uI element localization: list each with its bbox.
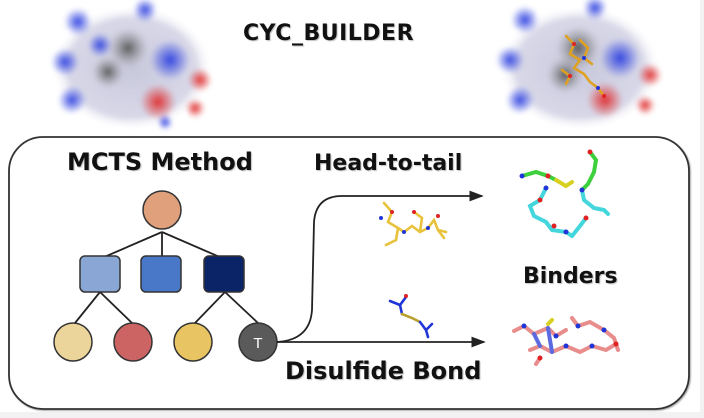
cyc-builder-label: CYC_BUILDER xyxy=(243,21,415,46)
terminal-node-label: T xyxy=(253,335,262,352)
head-to-tail-label: Head-to-tail xyxy=(314,151,463,176)
head-to-tail-molecule xyxy=(379,201,448,247)
disulfide-molecule xyxy=(388,294,434,339)
tree-leaf-c xyxy=(173,322,213,362)
disulfide-bond-label: Disulfide Bond xyxy=(285,357,482,385)
input-protein-surface xyxy=(51,0,212,130)
head-to-tail-path xyxy=(276,190,484,343)
mcts-method-title: MCTS Method xyxy=(67,148,253,176)
output-protein-surface xyxy=(496,0,662,130)
tree-root-node xyxy=(142,190,182,230)
tree-node-level1-c xyxy=(203,255,245,293)
bound-peptide-atoms xyxy=(568,42,606,98)
tree-leaf-a xyxy=(53,322,93,362)
binders-label: Binders xyxy=(523,264,618,289)
tree-node-level1-b xyxy=(140,255,182,293)
tree-node-level1-a xyxy=(79,255,121,293)
tree-leaf-b xyxy=(113,322,153,362)
binder-disulfide-structure xyxy=(512,316,620,366)
tree-edges xyxy=(74,231,259,324)
binder-head-to-tail-structure xyxy=(519,149,610,238)
